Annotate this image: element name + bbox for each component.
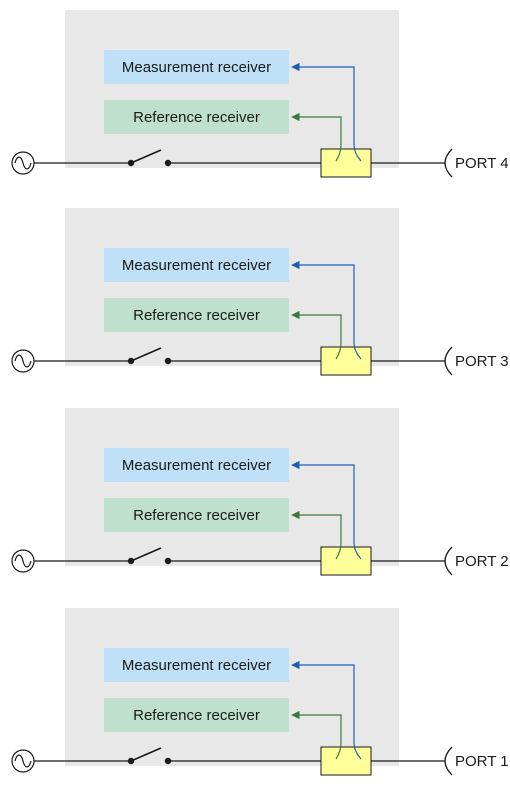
directional-coupler [320,746,372,776]
measurement-receiver-box [104,50,289,84]
port-connector-icon [444,346,453,376]
panel-background [65,608,399,766]
reference-receiver-box [104,698,289,732]
port-label: PORT 3 [455,353,509,370]
panel-background [65,10,399,168]
reference-receiver-label: Reference receiver [133,507,260,524]
panel-background [65,408,399,566]
measurement-signal-path [291,260,362,360]
measurement-receiver-box [104,248,289,282]
measurement-receiver-label: Measurement receiver [122,59,271,76]
reference-signal-path [291,510,342,560]
open-switch-icon [127,747,172,765]
measurement-receiver-box [104,448,289,482]
measurement-receiver-box [104,648,289,682]
port-connector-icon [444,746,453,776]
reference-signal-path [291,310,342,360]
reference-receiver-label: Reference receiver [133,109,260,126]
port-label: PORT 2 [455,553,509,570]
reference-receiver-box [104,298,289,332]
directional-coupler [320,148,372,178]
ac-source-icon [11,749,35,773]
reference-signal-path [291,112,342,162]
reference-receiver-box [104,498,289,532]
directional-coupler [320,546,372,576]
reference-signal-path [291,710,342,760]
open-switch-icon [127,547,172,565]
measurement-receiver-label: Measurement receiver [122,657,271,674]
reference-receiver-label: Reference receiver [133,307,260,324]
panel-background [65,208,399,366]
measurement-signal-path [291,660,362,760]
port-connector-icon [444,546,453,576]
port-connector-icon [444,148,453,178]
measurement-receiver-label: Measurement receiver [122,457,271,474]
ac-source-icon [11,151,35,175]
measurement-signal-path [291,62,362,162]
open-switch-icon [127,347,172,365]
ac-source-icon [11,549,35,573]
port-label: PORT 4 [455,155,509,172]
measurement-signal-path [291,460,362,560]
open-switch-icon [127,149,172,167]
directional-coupler [320,346,372,376]
reference-receiver-label: Reference receiver [133,707,260,724]
ac-source-icon [11,349,35,373]
measurement-receiver-label: Measurement receiver [122,257,271,274]
port-label: PORT 1 [455,753,509,770]
reference-receiver-box [104,100,289,134]
